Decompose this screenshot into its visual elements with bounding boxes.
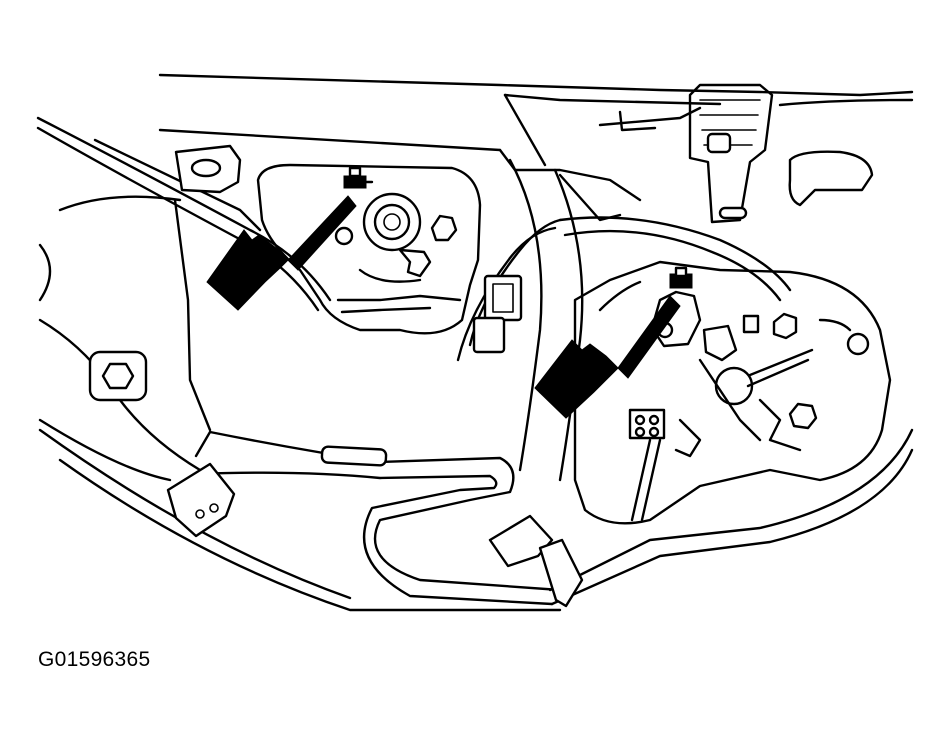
upper-right-recess bbox=[788, 150, 874, 207]
mounting-tab bbox=[174, 144, 242, 194]
right-pointer-arrow bbox=[534, 295, 681, 419]
latch-rod-clip bbox=[669, 266, 693, 289]
inner-door-panel bbox=[38, 93, 642, 482]
latch-assembly bbox=[573, 260, 892, 525]
door-frame-top bbox=[158, 73, 914, 132]
lock-rod-clip bbox=[343, 166, 374, 189]
hex-bolt bbox=[88, 350, 148, 402]
left-cable-rods bbox=[36, 116, 332, 312]
lock-cylinder-window bbox=[256, 163, 482, 335]
lower-cable-loop bbox=[38, 428, 914, 612]
wire-connector bbox=[456, 218, 562, 362]
vent-bracket bbox=[688, 83, 774, 224]
figure-id-label: G01596365 bbox=[38, 648, 151, 671]
left-pointer-arrow bbox=[206, 195, 357, 311]
